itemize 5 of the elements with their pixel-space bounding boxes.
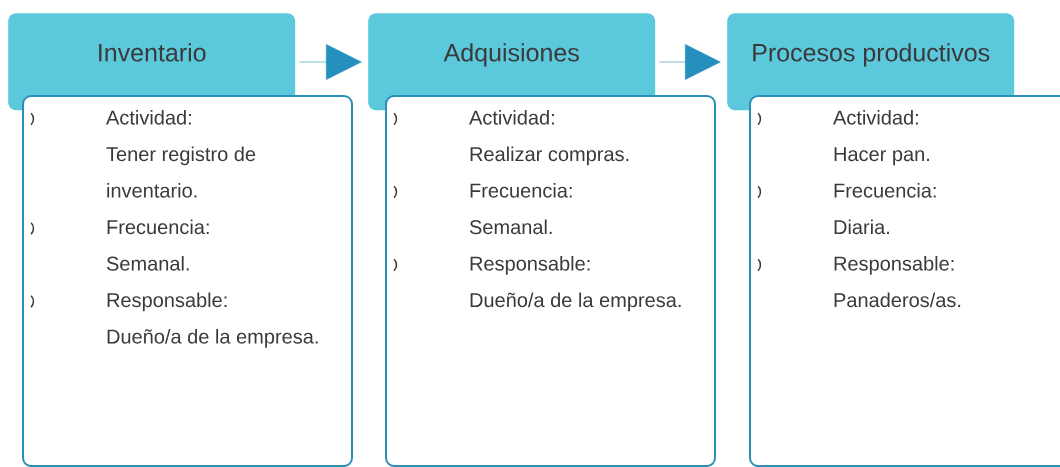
arrow: [299, 44, 362, 80]
arrow: [659, 44, 721, 80]
list-box: Actividad: Hacer pan. Frecuencia: Diaria. Responsable: Panaderos/as.: [749, 95, 1060, 467]
list-box: Actividad: Realizar compras. Frecuencia: Semanal. Responsable: Dueño/a de la empresa.: [385, 95, 716, 467]
list-box: Actividad: Tener registro de inventario. Frecuencia: Semanal. Responsable: Dueño/a de la empresa.: [22, 95, 353, 467]
